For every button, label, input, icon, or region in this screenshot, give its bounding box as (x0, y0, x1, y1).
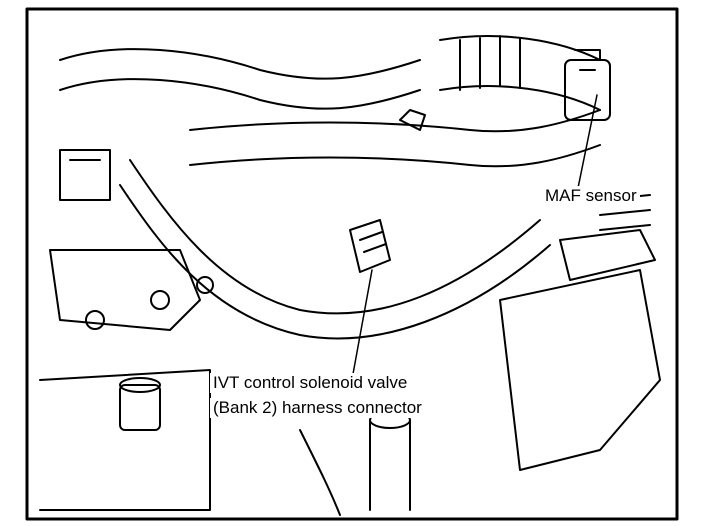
maf-sensor-body (564, 59, 611, 121)
ivt-solenoid-label-line-1: IVT control solenoid valve (210, 373, 411, 393)
ivt-solenoid-connector (349, 219, 391, 273)
main-harness-lower (189, 144, 601, 168)
lower-hose-edge (119, 184, 551, 340)
right-housing-detail (559, 229, 656, 281)
center-pipe (369, 419, 411, 511)
figure-frame (25, 7, 679, 521)
intake-duct-ribs (459, 35, 521, 91)
maf-sensor-connector (574, 49, 601, 71)
maf-sensor-label: MAF sensor (542, 186, 640, 206)
battery-terminal (119, 384, 161, 431)
main-harness (189, 109, 601, 133)
right-housing (499, 269, 661, 471)
left-bolt-3 (196, 276, 214, 294)
lower-hose (129, 159, 541, 315)
upper-hose-lower-edge (59, 78, 421, 110)
ivt-leader-line (352, 269, 373, 375)
intake-duct-bottom (439, 85, 601, 111)
intake-duct-top (439, 35, 601, 61)
lower-cover (39, 369, 211, 511)
maf-leader-line (577, 94, 598, 189)
left-ribs (59, 149, 111, 201)
harness-clip (399, 109, 426, 131)
fuel-line (299, 429, 341, 516)
upper-hose (59, 48, 421, 80)
battery-terminal-top (119, 377, 161, 393)
left-bracket (49, 249, 201, 331)
ivt-solenoid-label-line-2: (Bank 2) harness connector (210, 398, 425, 418)
ivt-connector-detail (359, 231, 387, 253)
left-bolt-2 (150, 290, 170, 310)
left-bolt-1 (85, 310, 105, 330)
